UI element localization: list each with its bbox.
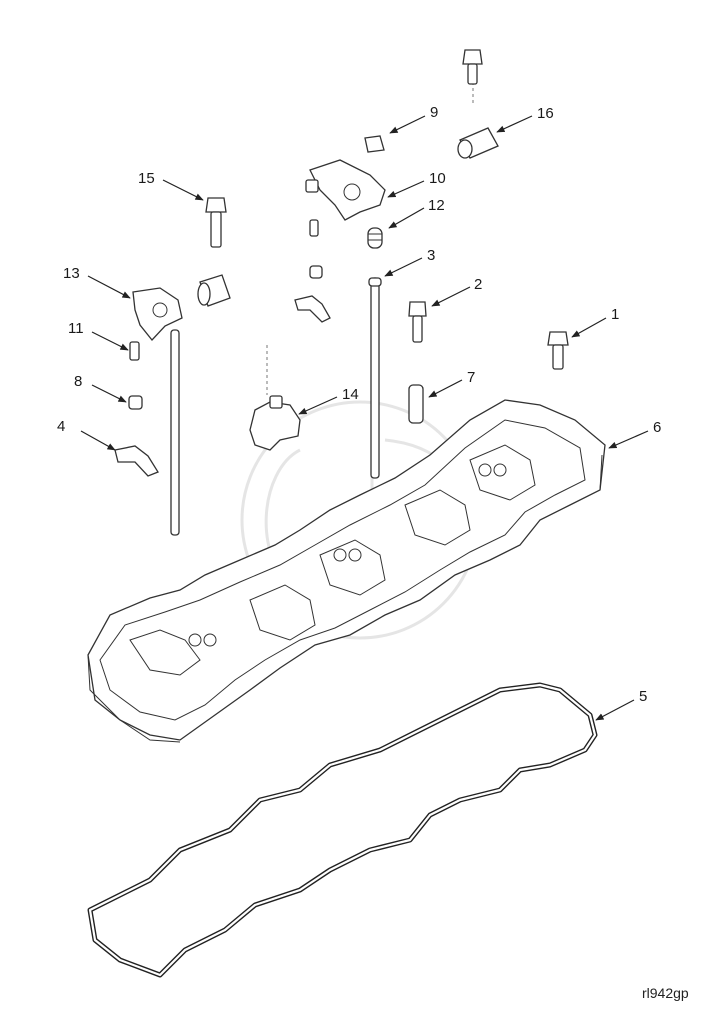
callout-13: 13	[63, 265, 80, 282]
part-14-bracket	[249, 395, 301, 451]
part-8-nut	[128, 395, 143, 410]
part-3-tip	[368, 277, 382, 287]
part-4-arm	[114, 445, 159, 477]
part-16-bolt	[462, 49, 483, 85]
part-9-nut	[364, 135, 385, 153]
push-rod-left	[170, 329, 180, 536]
drawing-reference: rl942gp	[642, 985, 689, 1001]
part-12-pivot	[367, 227, 383, 249]
part-7-dowel	[408, 384, 424, 424]
callout-14: 14	[342, 386, 359, 403]
part-10-rocker-arm	[305, 159, 386, 221]
callout-8: 8	[74, 373, 82, 390]
small-nut-upper	[309, 265, 323, 279]
part-13-cylinder	[197, 274, 231, 307]
part-16-shaft	[457, 127, 499, 159]
callout-2: 2	[474, 276, 482, 293]
push-rod-center	[370, 277, 380, 479]
part-2-bolt	[408, 301, 427, 343]
callout-10: 10	[429, 170, 446, 187]
callout-7: 7	[467, 369, 475, 386]
part-15-bolt	[205, 197, 227, 248]
callout-15: 15	[138, 170, 155, 187]
callout-9: 9	[430, 104, 438, 121]
small-arm-upper	[294, 295, 331, 323]
callout-11: 11	[68, 320, 84, 337]
rocker-housing	[87, 399, 606, 743]
leader-arrows	[80, 115, 649, 721]
part-1-bolt	[547, 331, 569, 370]
callout-5: 5	[639, 688, 647, 705]
callout-3: 3	[427, 247, 435, 264]
small-pin-upper	[309, 219, 319, 237]
callout-1: 1	[611, 306, 619, 323]
callout-12: 12	[428, 197, 445, 214]
callout-6: 6	[653, 419, 661, 436]
part-13-rocker-arm	[132, 287, 183, 341]
callout-4: 4	[57, 418, 65, 435]
part-11-pin	[129, 341, 140, 361]
valve-cover-gasket	[87, 682, 598, 978]
callout-16: 16	[537, 105, 554, 122]
